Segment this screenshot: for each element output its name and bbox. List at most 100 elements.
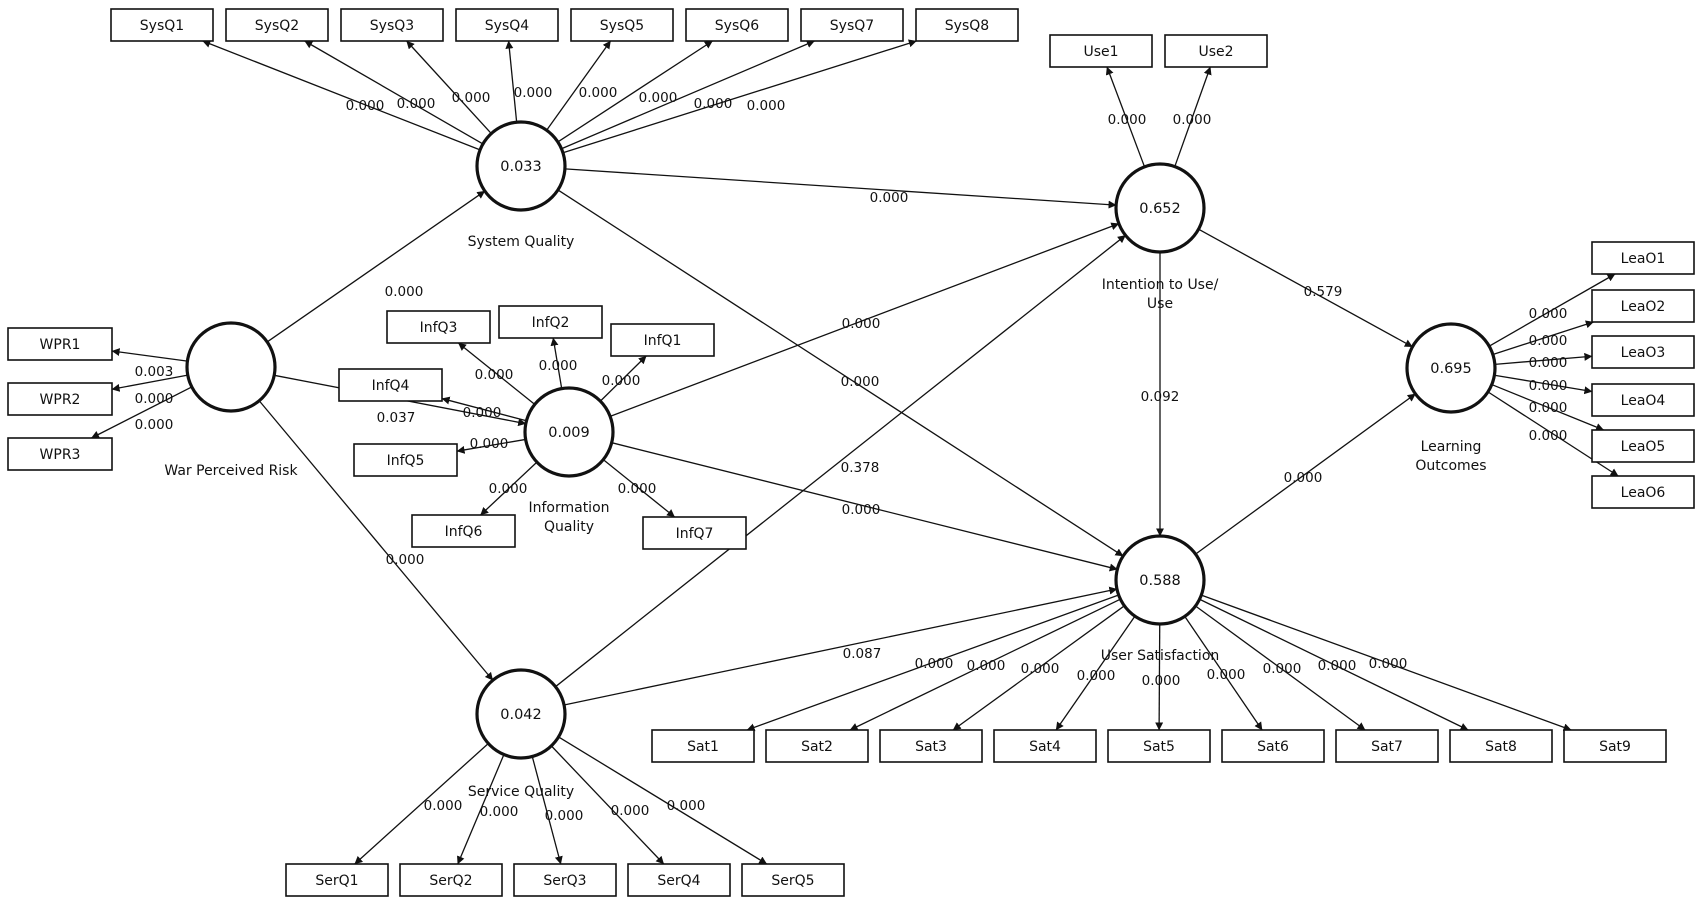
indicator-box — [1591, 241, 1695, 275]
loading-arrow-serq5 — [558, 736, 768, 865]
indicator-infq5[interactable]: InfQ5 — [353, 443, 458, 477]
indicator-box — [570, 8, 674, 42]
indicator-name: Sat8 — [1485, 739, 1517, 755]
indicator-leao2[interactable]: LeaO2 — [1591, 289, 1695, 323]
indicator-sat9[interactable]: Sat9 — [1563, 729, 1667, 763]
indicator-sat4[interactable]: Sat4 — [993, 729, 1097, 763]
loading-value-serq5: 0.000 — [667, 798, 706, 814]
indicator-box — [1335, 729, 1439, 763]
indicator-box — [285, 863, 389, 897]
indicator-box — [7, 437, 113, 471]
indicator-infq1[interactable]: InfQ1 — [610, 323, 715, 357]
indicator-sysq7[interactable]: SysQ7 — [800, 8, 904, 42]
indicator-sat7[interactable]: Sat7 — [1335, 729, 1439, 763]
indicator-name: SysQ8 — [945, 18, 989, 34]
indicator-box — [411, 514, 516, 548]
indicator-infq6[interactable]: InfQ6 — [411, 514, 516, 548]
indicator-serq3[interactable]: SerQ3 — [513, 863, 617, 897]
indicator-name: SysQ2 — [255, 18, 299, 34]
loading-arrow-sysq5 — [546, 40, 612, 131]
indicator-box — [399, 863, 503, 897]
loading-arrow-use2 — [1174, 66, 1212, 167]
indicator-wpr2[interactable]: WPR2 — [7, 382, 113, 416]
construct-circle — [475, 668, 567, 760]
indicator-use2[interactable]: Use2 — [1164, 34, 1268, 68]
indicator-serq4[interactable]: SerQ4 — [627, 863, 731, 897]
indicator-infq7[interactable]: InfQ7 — [642, 516, 747, 550]
loading-value-sysq1: 0.000 — [346, 98, 385, 114]
indicator-sat6[interactable]: Sat6 — [1221, 729, 1325, 763]
indicator-name: LeaO3 — [1621, 345, 1666, 361]
indicator-sysq5[interactable]: SysQ5 — [570, 8, 674, 42]
indicator-name: InfQ2 — [532, 315, 570, 331]
indicator-sysq3[interactable]: SysQ3 — [340, 8, 444, 42]
indicator-wpr3[interactable]: WPR3 — [7, 437, 113, 471]
path-arrow-sat-lea — [1195, 393, 1416, 555]
indicator-sysq4[interactable]: SysQ4 — [455, 8, 559, 42]
indicator-sat3[interactable]: Sat3 — [879, 729, 983, 763]
loading-value-sat1: 0.000 — [915, 656, 954, 672]
loading-value-sysq7: 0.000 — [694, 96, 733, 112]
loading-value-serq4: 0.000 — [611, 803, 650, 819]
indicator-sysq6[interactable]: SysQ6 — [685, 8, 789, 42]
loading-arrow-sat6 — [1184, 616, 1263, 731]
indicator-box — [353, 443, 458, 477]
indicator-sat2[interactable]: Sat2 — [765, 729, 869, 763]
indicator-leao1[interactable]: LeaO1 — [1591, 241, 1695, 275]
indicator-serq1[interactable]: SerQ1 — [285, 863, 389, 897]
loading-value-sat3: 0.000 — [1021, 661, 1060, 677]
construct-label: Use — [1147, 296, 1173, 312]
indicator-serq5[interactable]: SerQ5 — [741, 863, 845, 897]
path-coefficient-sysq-use: 0.000 — [870, 190, 909, 206]
indicator-name: SysQ5 — [600, 18, 644, 34]
indicator-leao3[interactable]: LeaO3 — [1591, 335, 1695, 369]
indicator-name: Sat9 — [1599, 739, 1631, 755]
indicator-sysq8[interactable]: SysQ8 — [915, 8, 1019, 42]
loading-value-leao4: 0.000 — [1529, 378, 1568, 394]
loading-arrow-serq2 — [457, 754, 505, 865]
indicator-sat5[interactable]: Sat5 — [1107, 729, 1211, 763]
path-coefficient-sysq-sat: 0.000 — [841, 374, 880, 390]
indicator-sysq1[interactable]: SysQ1 — [110, 8, 214, 42]
indicator-box — [627, 863, 731, 897]
loading-arrow-sat5 — [1155, 623, 1164, 731]
nodes-layer: SysQ1 SysQ2 SysQ3 SysQ4 SysQ5 SysQ6 SysQ7 SysQ8… — [7, 8, 1695, 897]
path-coefficient-wpr-sysq: 0.000 — [385, 284, 424, 300]
indicator-leao5[interactable]: LeaO5 — [1591, 429, 1695, 463]
loading-value-leao5: 0.000 — [1529, 400, 1568, 416]
construct-wpr[interactable]: War Perceived Risk — [164, 321, 298, 479]
indicator-box — [1591, 383, 1695, 417]
construct-label: User Satisfaction — [1101, 648, 1220, 664]
indicator-box — [340, 8, 444, 42]
indicator-serq2[interactable]: SerQ2 — [399, 863, 503, 897]
loading-arrow-sysq1 — [202, 40, 481, 151]
indicator-infq3[interactable]: InfQ3 — [386, 310, 491, 344]
construct-circle — [1114, 162, 1206, 254]
indicator-infq4[interactable]: InfQ4 — [338, 368, 443, 402]
loading-arrow-infq6 — [480, 461, 538, 516]
indicator-wpr1[interactable]: WPR1 — [7, 327, 113, 361]
loading-arrow-infq2 — [550, 337, 563, 389]
loading-value-infq1: 0.000 — [602, 373, 641, 389]
indicator-sat1[interactable]: Sat1 — [651, 729, 755, 763]
indicator-use1[interactable]: Use1 — [1049, 34, 1153, 68]
indicator-leao4[interactable]: LeaO4 — [1591, 383, 1695, 417]
indicator-box — [1563, 729, 1667, 763]
loading-arrow-serq4 — [550, 745, 665, 865]
path-coefficient-wpr-serq: 0.000 — [386, 552, 425, 568]
path-coefficient-use-sat: 0.092 — [1141, 389, 1180, 405]
indicator-infq2[interactable]: InfQ2 — [498, 305, 603, 339]
edge-labels-layer: 0.000 0.000 0.000 0.000 0.000 0.000 0.000 0.000… — [135, 85, 1568, 824]
indicator-name: InfQ5 — [387, 453, 425, 469]
indicator-sysq2[interactable]: SysQ2 — [225, 8, 329, 42]
loading-value-wpr1: 0.003 — [135, 364, 174, 380]
indicator-sat8[interactable]: Sat8 — [1449, 729, 1553, 763]
indicator-box — [1164, 34, 1268, 68]
indicator-leao6[interactable]: LeaO6 — [1591, 475, 1695, 509]
